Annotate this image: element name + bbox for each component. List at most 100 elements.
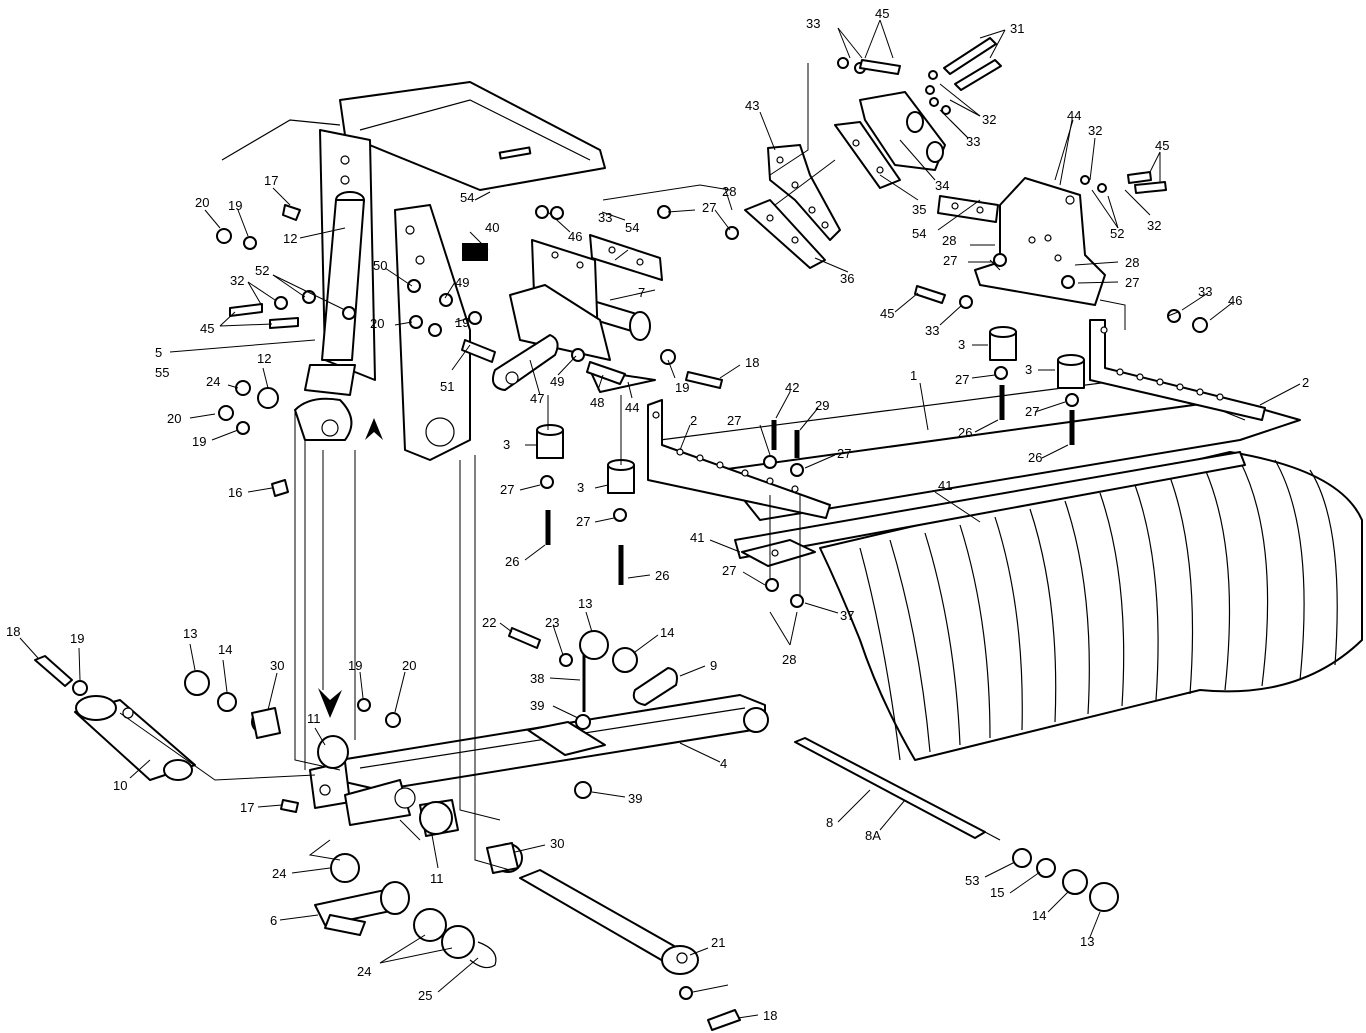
callout-14: 14 — [218, 642, 232, 657]
callout-40: 40 — [485, 220, 499, 235]
callout-26: 26 — [655, 568, 669, 583]
callout-27: 27 — [1125, 275, 1139, 290]
callout-45: 45 — [200, 321, 214, 336]
grease-fittings — [271, 204, 301, 813]
bracket-35 — [834, 121, 901, 189]
callout-17: 17 — [240, 800, 254, 815]
block-34 — [859, 91, 946, 171]
bracket-36 — [744, 199, 826, 269]
callout-30: 30 — [270, 658, 284, 673]
callout-2: 2 — [690, 413, 697, 428]
callout-20: 20 — [167, 411, 181, 426]
callout-19: 19 — [455, 315, 469, 330]
callout-53: 53 — [965, 873, 979, 888]
callout-12: 12 — [283, 231, 297, 246]
callout-13: 13 — [1080, 934, 1094, 949]
upper-frame-plate — [221, 81, 606, 191]
callout-3: 3 — [577, 480, 584, 495]
callout-39: 39 — [530, 698, 544, 713]
callout-20: 20 — [195, 195, 209, 210]
callout-13: 13 — [578, 596, 592, 611]
link-9 — [632, 667, 678, 706]
callout-20: 20 — [402, 658, 416, 673]
callout-13: 13 — [183, 626, 197, 641]
callout-27: 27 — [943, 253, 957, 268]
callout-18: 18 — [745, 355, 759, 370]
callout-11: 11 — [430, 871, 444, 886]
rod-8 — [794, 737, 1001, 841]
callout-31: 31 — [1010, 21, 1024, 36]
callout-46: 46 — [568, 229, 582, 244]
callout-44: 44 — [1067, 108, 1081, 123]
callout-3: 3 — [1025, 362, 1032, 377]
callout-28: 28 — [782, 652, 796, 667]
pin-10 — [74, 695, 196, 781]
direction-arrows — [318, 418, 383, 718]
callout-24: 24 — [357, 964, 371, 979]
callout-54: 54 — [912, 226, 926, 241]
callout-32: 32 — [1088, 123, 1102, 138]
callout-19: 19 — [675, 380, 689, 395]
callout-32: 32 — [1147, 218, 1161, 233]
callout-54: 54 — [625, 220, 639, 235]
callout-33: 33 — [966, 134, 980, 149]
callout-48: 48 — [590, 395, 604, 410]
pin-6 — [314, 881, 410, 936]
callout-28: 28 — [722, 184, 736, 199]
callout-21: 21 — [711, 935, 725, 950]
callout-47: 47 — [530, 391, 544, 406]
callout-27: 27 — [955, 372, 969, 387]
callout-5: 5 — [155, 345, 162, 360]
callout-54: 54 — [460, 190, 474, 205]
callout-27: 27 — [500, 482, 514, 497]
callout-32: 32 — [982, 112, 996, 127]
callout-2: 2 — [1302, 375, 1309, 390]
callout-27: 27 — [727, 413, 741, 428]
deflector-flap — [819, 451, 1363, 761]
assembly-lines — [119, 63, 1126, 871]
callout-52: 52 — [255, 263, 269, 278]
callout-labels: 1 2 2 3 3 3 3 4 5 55 6 7 8 8A 9 10 11 11… — [6, 6, 1309, 1023]
mounting-strap-left — [647, 399, 831, 519]
callout-41: 41 — [938, 478, 952, 493]
callout-17: 17 — [264, 173, 278, 188]
decal-40 — [462, 243, 488, 261]
callout-27: 27 — [722, 563, 736, 578]
callout-45: 45 — [1155, 138, 1169, 153]
callout-45: 45 — [875, 6, 889, 21]
callout-27: 27 — [702, 200, 716, 215]
callout-36: 36 — [840, 271, 854, 286]
callout-49: 49 — [550, 374, 564, 389]
callout-7: 7 — [638, 285, 645, 300]
callout-19: 19 — [348, 658, 362, 673]
callout-18: 18 — [763, 1008, 777, 1023]
callout-6: 6 — [270, 913, 277, 928]
callout-26: 26 — [958, 425, 972, 440]
callout-19: 19 — [70, 631, 84, 646]
pin-21 — [519, 869, 699, 975]
callout-23: 23 — [545, 615, 559, 630]
callout-46: 46 — [1228, 293, 1242, 308]
callout-35: 35 — [912, 202, 926, 217]
callout-8: 8 — [826, 815, 833, 830]
callout-33: 33 — [925, 323, 939, 338]
callout-11: 11 — [307, 711, 321, 726]
callout-37: 37 — [840, 608, 854, 623]
callout-34: 34 — [935, 178, 949, 193]
callout-51: 51 — [440, 379, 454, 394]
callout-29: 29 — [815, 398, 829, 413]
callout-19: 19 — [192, 434, 206, 449]
link-plate-47 — [492, 334, 559, 391]
callout-27: 27 — [837, 446, 851, 461]
callout-30: 30 — [550, 836, 564, 851]
bracket-43 — [767, 144, 841, 241]
callout-38: 38 — [530, 671, 544, 686]
callout-1: 1 — [910, 368, 917, 383]
callout-18: 18 — [6, 624, 20, 639]
callout-10: 10 — [113, 778, 127, 793]
callout-24: 24 — [206, 374, 220, 389]
callout-44: 44 — [625, 400, 639, 415]
mounting-strap-right — [1089, 319, 1266, 421]
callout-50: 50 — [373, 258, 387, 273]
leader-lines — [19, 19, 1301, 1019]
